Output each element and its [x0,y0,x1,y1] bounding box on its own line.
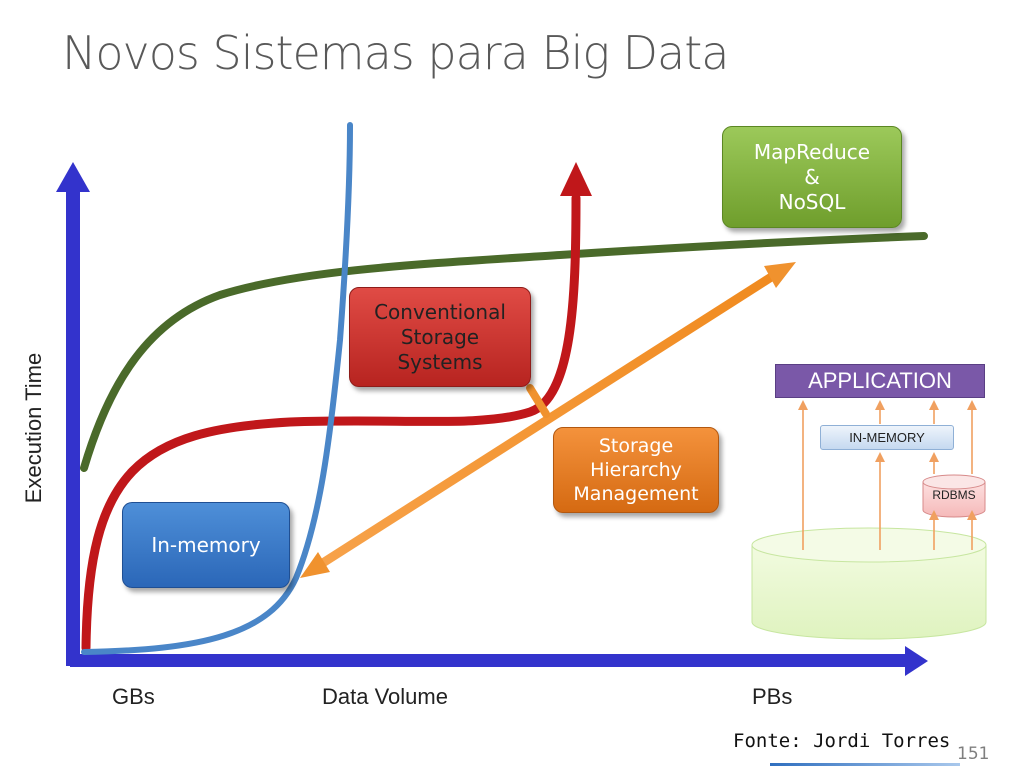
storage-cylinder [751,527,987,640]
in-memory-layer: IN-MEMORY [820,425,954,450]
y-axis-label: Execution Time [21,352,46,504]
mapreduce-nosql-box: MapReduce & NoSQL [722,126,902,228]
rdbms-label: RDBMS [932,488,976,502]
source-credit: Fonte: Jordi Torres [733,730,951,752]
x-axis-label-right: PBs [752,684,793,709]
storage-hierarchy-box: Storage Hierarchy Management [553,427,719,513]
x-axis-label-mid: Data Volume [322,684,448,709]
y-axis [56,162,90,666]
blue-curve [81,122,353,655]
orange-double-arrow [300,262,796,578]
green-curve [80,232,928,472]
x-axis-label-left: GBs [112,684,155,709]
application-box: APPLICATION [775,364,985,398]
in-memory-box: In-memory [122,502,290,588]
red-curve-arrowhead [560,162,592,196]
page-number: 151 [957,744,990,764]
footer-rule [770,763,960,766]
stack-arrows [798,400,977,550]
conventional-storage-box: Conventional Storage Systems [349,287,531,387]
rdbms-cylinder [922,474,986,518]
red-curve [81,162,592,653]
slide-title: Novos Sistemas para Big Data [62,26,729,80]
x-axis [70,646,928,676]
